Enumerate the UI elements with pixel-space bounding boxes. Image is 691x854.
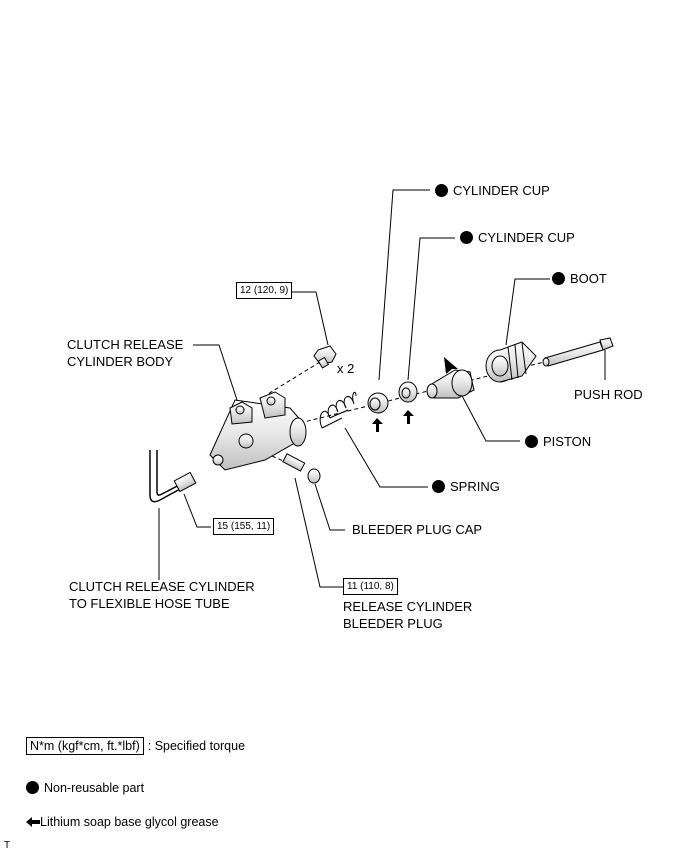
label-spring: SPRING (432, 479, 500, 495)
label-clutch-body-line2: CYLINDER BODY (67, 354, 174, 369)
non-reusable-dot-icon (435, 184, 448, 197)
leader-boot (505, 278, 550, 346)
boot-part (485, 341, 537, 383)
label-bleeder-cap: BLEEDER PLUG CAP (352, 522, 483, 537)
legend-grease: Lithium soap base glycol grease (26, 814, 219, 830)
spring (319, 391, 357, 429)
leader-bleeder-plug (294, 477, 343, 588)
leader-spring (344, 427, 428, 488)
non-reusable-dot-icon (460, 231, 473, 244)
label-bleeder-line2: BLEEDER PLUG (343, 616, 443, 631)
label-hose-line1: CLUTCH RELEASE CYLINDER (69, 579, 255, 594)
label-cylinder-cup-2: CYLINDER CUP (460, 230, 575, 246)
legend-torque-box: N*m (kgf*cm, ft.*lbf) (26, 737, 144, 755)
push-rod-part (542, 337, 614, 367)
bolt (313, 345, 337, 369)
bleeder-plug (282, 453, 306, 472)
legend-torque-desc: : Specified torque (147, 739, 246, 753)
non-reusable-dot-icon (525, 435, 538, 448)
label-cylinder-cup-1: CYLINDER CUP (435, 183, 550, 199)
label-x2: x 2 (337, 361, 355, 376)
leader-cylinder-cup-1 (378, 189, 430, 381)
torque-hose: 15 (155, 11) (213, 518, 275, 535)
torque-bolt: 12 (120, 9) (236, 282, 293, 299)
grease-arrow-icon (26, 817, 40, 827)
label-hose-line2: TO FLEXIBLE HOSE TUBE (69, 596, 230, 611)
leader-piston (459, 391, 520, 442)
label-piston: PISTON (525, 434, 591, 450)
leader-cylinder-cup-2 (407, 237, 455, 381)
torque-bleeder: 11 (110, 8) (343, 578, 398, 595)
flexible-hose-tube (149, 450, 183, 503)
label-boot: BOOT (552, 271, 607, 287)
non-reusable-dot-icon (26, 781, 39, 794)
legend-torque: N*m (kgf*cm, ft.*lbf): Specified torque (26, 737, 246, 755)
footer-mark: T (4, 840, 11, 851)
leader-hose-torque (183, 493, 211, 528)
leader-body (193, 344, 238, 401)
leader-bolt (289, 291, 329, 346)
piston-part (426, 369, 475, 399)
non-reusable-dot-icon (552, 272, 565, 285)
cylinder-cup-2 (398, 381, 418, 403)
leader-bleeder-cap (314, 483, 345, 531)
non-reusable-dot-icon (432, 480, 445, 493)
legend-nonreusable: Non-reusable part (26, 780, 144, 796)
label-push-rod: PUSH ROD (574, 387, 643, 402)
grease-arrow-icon (372, 357, 458, 432)
cylinder-cup-1 (367, 392, 389, 414)
hose-fitting (173, 471, 197, 493)
label-bleeder-line1: RELEASE CYLINDER (343, 599, 473, 614)
label-clutch-body-line1: CLUTCH RELEASE (67, 337, 184, 352)
bolt-axis (267, 361, 321, 395)
clutch-release-cylinder-body (209, 391, 307, 471)
bleeder-plug-cap (307, 468, 321, 484)
